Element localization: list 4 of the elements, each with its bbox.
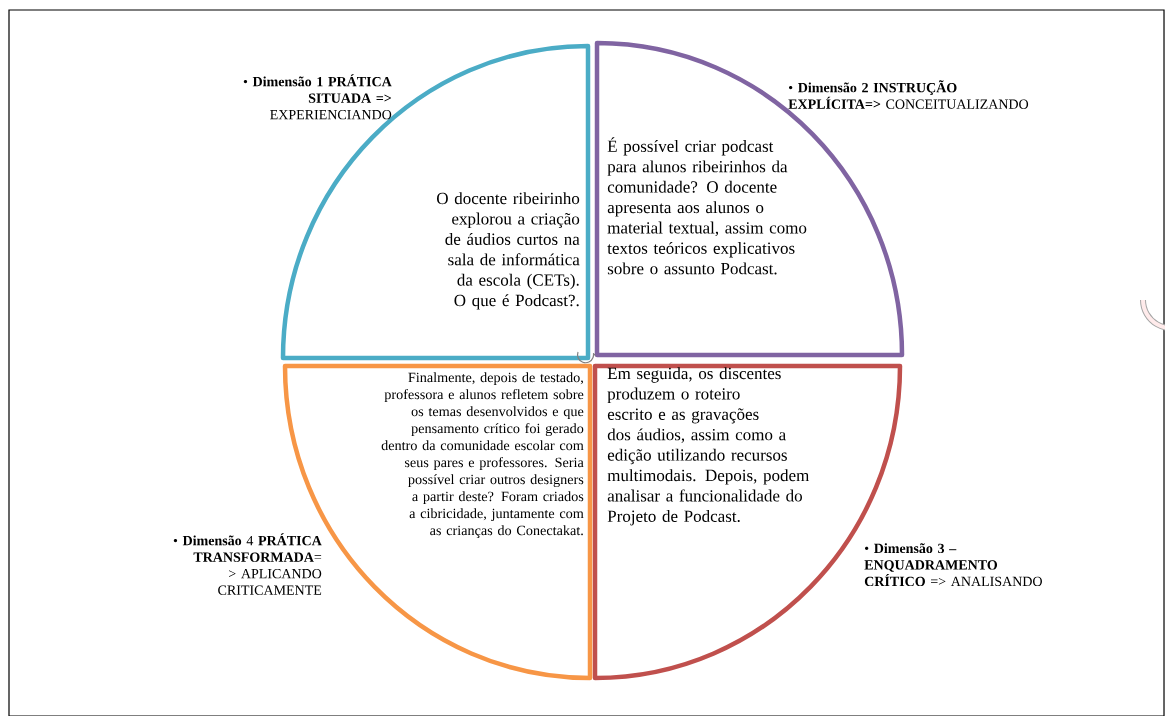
dimension-label: • Dimensão 2 INSTRUÇÃO EXPLÍCITA=> CONCEITUALIZANDO [788, 80, 1029, 109]
dimension-label: • Dimensão 3 – ENQUADRAMENTO CRÍTICO => ANALISANDO [864, 543, 1042, 587]
dimension-label: • Dimensão 4 PRÁTICA TRANSFORMADA= > APLICANDO CRITICAMENTE [173, 533, 322, 595]
dimension-label: • Dimensão 1 PRÁTICA SITUADA => EXPERIENCIANDO [243, 74, 392, 120]
